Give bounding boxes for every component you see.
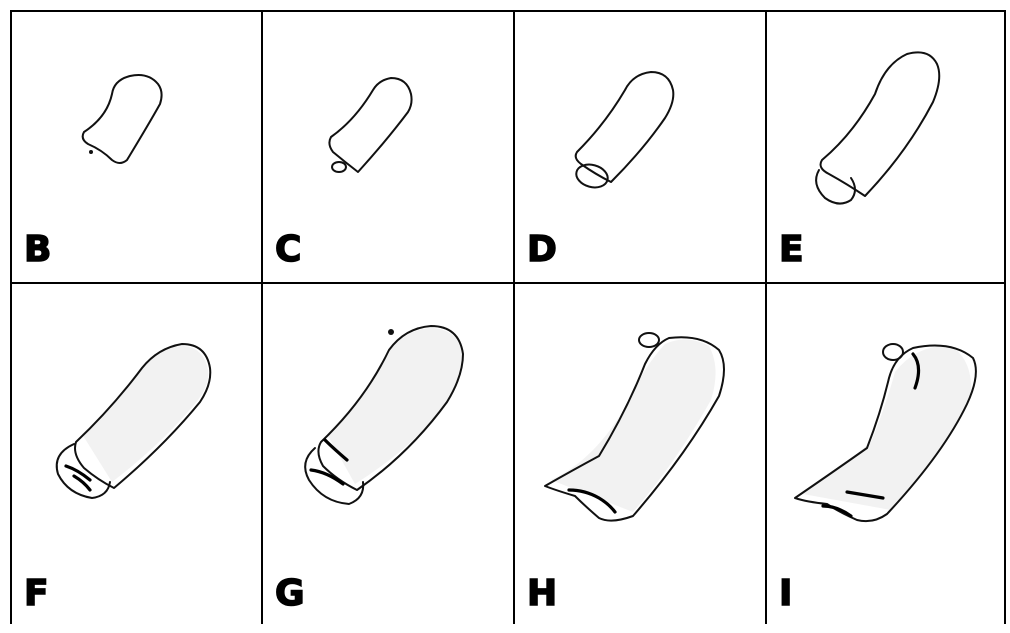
small-ring: [883, 344, 903, 360]
tube-outline: [329, 78, 411, 172]
panel-i: I: [767, 284, 1004, 624]
panel-label: I: [779, 576, 792, 612]
panel-f: F: [12, 284, 261, 624]
panel-label: G: [275, 576, 305, 612]
figure-grid: B C D E F: [10, 10, 1010, 630]
small-ring: [639, 333, 659, 347]
stipple-fill: [803, 346, 971, 510]
panel-e: E: [767, 12, 1004, 282]
panel-h: H: [515, 284, 765, 624]
panel-label: D: [527, 232, 557, 268]
small-dot: [89, 150, 93, 154]
small-dot: [388, 329, 394, 335]
small-ring: [332, 162, 346, 172]
panel-d: D: [515, 12, 765, 282]
panel-c: C: [263, 12, 513, 282]
panel-f-sketch: [12, 284, 261, 624]
panel-label: B: [24, 232, 51, 268]
panel-label: E: [779, 232, 804, 268]
panel-label: F: [24, 576, 49, 612]
panel-g: G: [263, 284, 513, 624]
panel-i-sketch: [767, 284, 1004, 624]
grid-border-right: [1004, 10, 1006, 624]
tube-outline: [83, 75, 162, 163]
cap-ring: [574, 161, 611, 191]
panel-label: H: [527, 576, 557, 612]
panel-b: B: [12, 12, 261, 282]
panel-label: C: [275, 232, 301, 268]
tube-outline: [821, 52, 940, 196]
stipple-fill: [551, 339, 716, 512]
